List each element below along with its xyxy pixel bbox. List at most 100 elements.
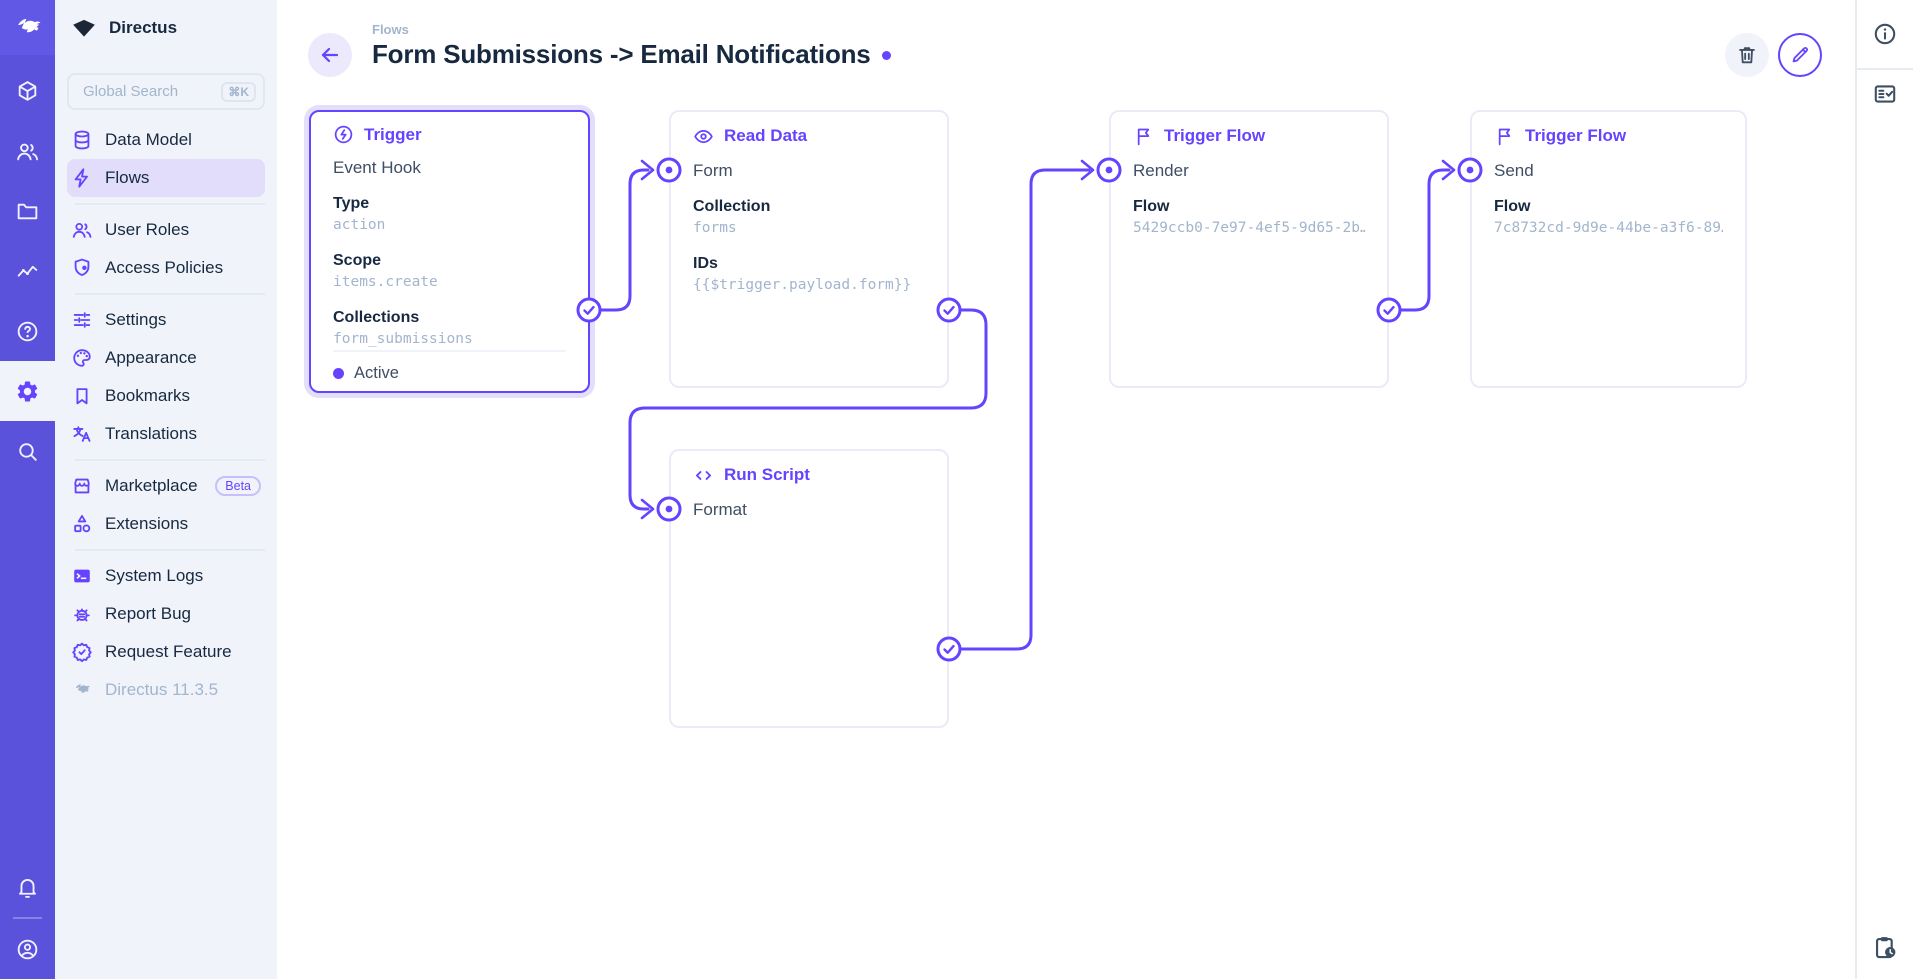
sidebar-item-label: System Logs xyxy=(105,566,204,585)
node-field: Collections form_submissions xyxy=(333,309,473,347)
flow-node-trigger-flow-send[interactable]: Trigger Flow Send Flow 7c8732cd-9d9e-44b… xyxy=(1470,110,1747,388)
sidebar-divider xyxy=(75,549,265,551)
palette-icon xyxy=(71,347,93,369)
node-field: Flow 5429ccb0-7e97-4ef5-9d65-2b… xyxy=(1133,198,1365,236)
sidebar-item-label: Bookmarks xyxy=(105,386,191,405)
global-search-input[interactable] xyxy=(81,82,222,101)
help-icon xyxy=(15,319,40,344)
node-title: Trigger Flow xyxy=(1494,124,1723,148)
wire-arrowhead xyxy=(1080,159,1095,181)
bug-icon xyxy=(71,603,93,625)
version-label: Directus 11.3.5 xyxy=(105,680,219,699)
node-operation-name: Form xyxy=(693,161,733,180)
back-button[interactable] xyxy=(308,33,352,77)
flow-node-run-script[interactable]: Run Script Format xyxy=(669,449,949,728)
sidebar-item-settings[interactable]: Settings xyxy=(67,301,265,339)
account-button[interactable] xyxy=(0,919,55,979)
global-search[interactable]: ⌘K xyxy=(67,73,265,110)
flow-node-read-data[interactable]: Read Data Form Collection forms IDs {{$t… xyxy=(669,110,949,388)
module-content[interactable] xyxy=(0,61,55,121)
directus-rabbit-icon xyxy=(71,679,93,701)
sidebar-item-label: Report Bug xyxy=(105,604,191,623)
sidebar-item-label: Request Feature xyxy=(105,642,232,661)
search-icon xyxy=(15,439,40,464)
node-title: Trigger xyxy=(333,124,566,145)
bolt-circle-icon xyxy=(333,124,354,145)
sidebar-item-label: Appearance xyxy=(105,348,197,367)
sidebar-item-system-logs[interactable]: System Logs xyxy=(67,557,265,595)
module-bar xyxy=(0,0,55,979)
sidebar-item-marketplace[interactable]: Marketplace Beta xyxy=(67,467,265,505)
directus-rabbit-logo-icon xyxy=(11,11,45,45)
right-sidebar xyxy=(1855,0,1913,979)
node-field: Flow 7c8732cd-9d9e-44be-a3f6-89… xyxy=(1494,198,1723,236)
account-circle-icon xyxy=(15,937,40,962)
fact-check-icon xyxy=(1872,81,1898,107)
module-search[interactable] xyxy=(0,421,55,481)
module-files[interactable] xyxy=(0,181,55,241)
nav-sidebar: Directus ⌘K Data Model Flows User Roles … xyxy=(55,0,277,979)
flow-node-trigger-flow-render[interactable]: Trigger Flow Render Flow 5429ccb0-7e97-4… xyxy=(1109,110,1389,388)
clipboard-clock-icon xyxy=(1872,934,1899,961)
node-operation-name: Send xyxy=(1494,161,1534,180)
users-icon xyxy=(15,139,40,164)
node-field: Type action xyxy=(333,195,386,233)
module-bar-divider xyxy=(13,917,42,919)
bell-icon xyxy=(15,875,40,900)
node-title: Trigger Flow xyxy=(1133,124,1365,148)
terminal-icon xyxy=(71,565,93,587)
edit-flow-button[interactable] xyxy=(1778,33,1822,77)
sidebar-item-extensions[interactable]: Extensions xyxy=(67,505,265,543)
beta-badge: Beta xyxy=(215,476,261,496)
status-dot xyxy=(333,368,344,379)
info-sidebar-button[interactable] xyxy=(1857,0,1913,70)
page-title-block: Flows Form Submissions -> Email Notifica… xyxy=(372,22,891,70)
flow-node-trigger[interactable]: Trigger Event Hook Type action Scope ite… xyxy=(309,110,590,393)
sidebar-item-request-feature[interactable]: Request Feature xyxy=(67,633,265,671)
sidebar-item-data-model[interactable]: Data Model xyxy=(67,121,265,159)
node-field: IDs {{$trigger.payload.form}} xyxy=(693,255,912,293)
wire-run-script-to-trigger-flow-render xyxy=(958,168,1091,651)
project-header[interactable]: Directus xyxy=(55,0,277,55)
translate-icon xyxy=(71,423,93,445)
bolt-icon xyxy=(71,167,93,189)
directus-logo-button[interactable] xyxy=(0,0,55,55)
module-settings[interactable] xyxy=(0,361,55,421)
module-users[interactable] xyxy=(0,121,55,181)
storefront-icon xyxy=(71,475,93,497)
operations-panel-button[interactable] xyxy=(1857,70,1913,118)
module-insights[interactable] xyxy=(0,241,55,301)
database-icon xyxy=(71,129,93,151)
sidebar-item-bookmarks[interactable]: Bookmarks xyxy=(67,377,265,415)
wire-arrowhead xyxy=(1441,159,1456,181)
revisions-pending-button[interactable] xyxy=(1857,923,1913,971)
wire-render-to-send xyxy=(1398,168,1451,312)
trash-icon xyxy=(1736,44,1758,66)
sidebar-item-flows[interactable]: Flows xyxy=(67,159,265,197)
info-icon xyxy=(1872,21,1898,47)
sidebar-item-label: Settings xyxy=(105,310,167,329)
node-field: Scope items.create xyxy=(333,252,438,290)
sidebar-item-label: Marketplace xyxy=(105,476,198,495)
header-actions xyxy=(1725,33,1822,77)
seal-check-icon xyxy=(71,641,93,663)
sidebar-item-appearance[interactable]: Appearance xyxy=(67,339,265,377)
sidebar-item-user-roles[interactable]: User Roles xyxy=(67,211,265,249)
cube-icon xyxy=(15,79,40,104)
node-title: Read Data xyxy=(693,124,925,148)
sidebar-divider xyxy=(75,293,265,295)
sidebar-item-access-policies[interactable]: Access Policies xyxy=(67,249,265,287)
sidebar-item-translations[interactable]: Translations xyxy=(67,415,265,453)
node-field: Collection forms xyxy=(693,198,771,236)
flag-icon xyxy=(1133,126,1154,147)
notifications-button[interactable] xyxy=(0,857,55,917)
delete-flow-button[interactable] xyxy=(1725,33,1769,77)
page-title: Form Submissions -> Email Notifications xyxy=(372,38,891,70)
sidebar-item-label: Translations xyxy=(105,424,197,443)
sidebar-divider xyxy=(75,459,265,461)
project-logo-icon xyxy=(71,15,97,41)
module-help[interactable] xyxy=(0,301,55,361)
sidebar-item-report-bug[interactable]: Report Bug xyxy=(67,595,265,633)
wire-trigger-to-read-data xyxy=(598,168,650,312)
node-title: Run Script xyxy=(693,463,925,487)
